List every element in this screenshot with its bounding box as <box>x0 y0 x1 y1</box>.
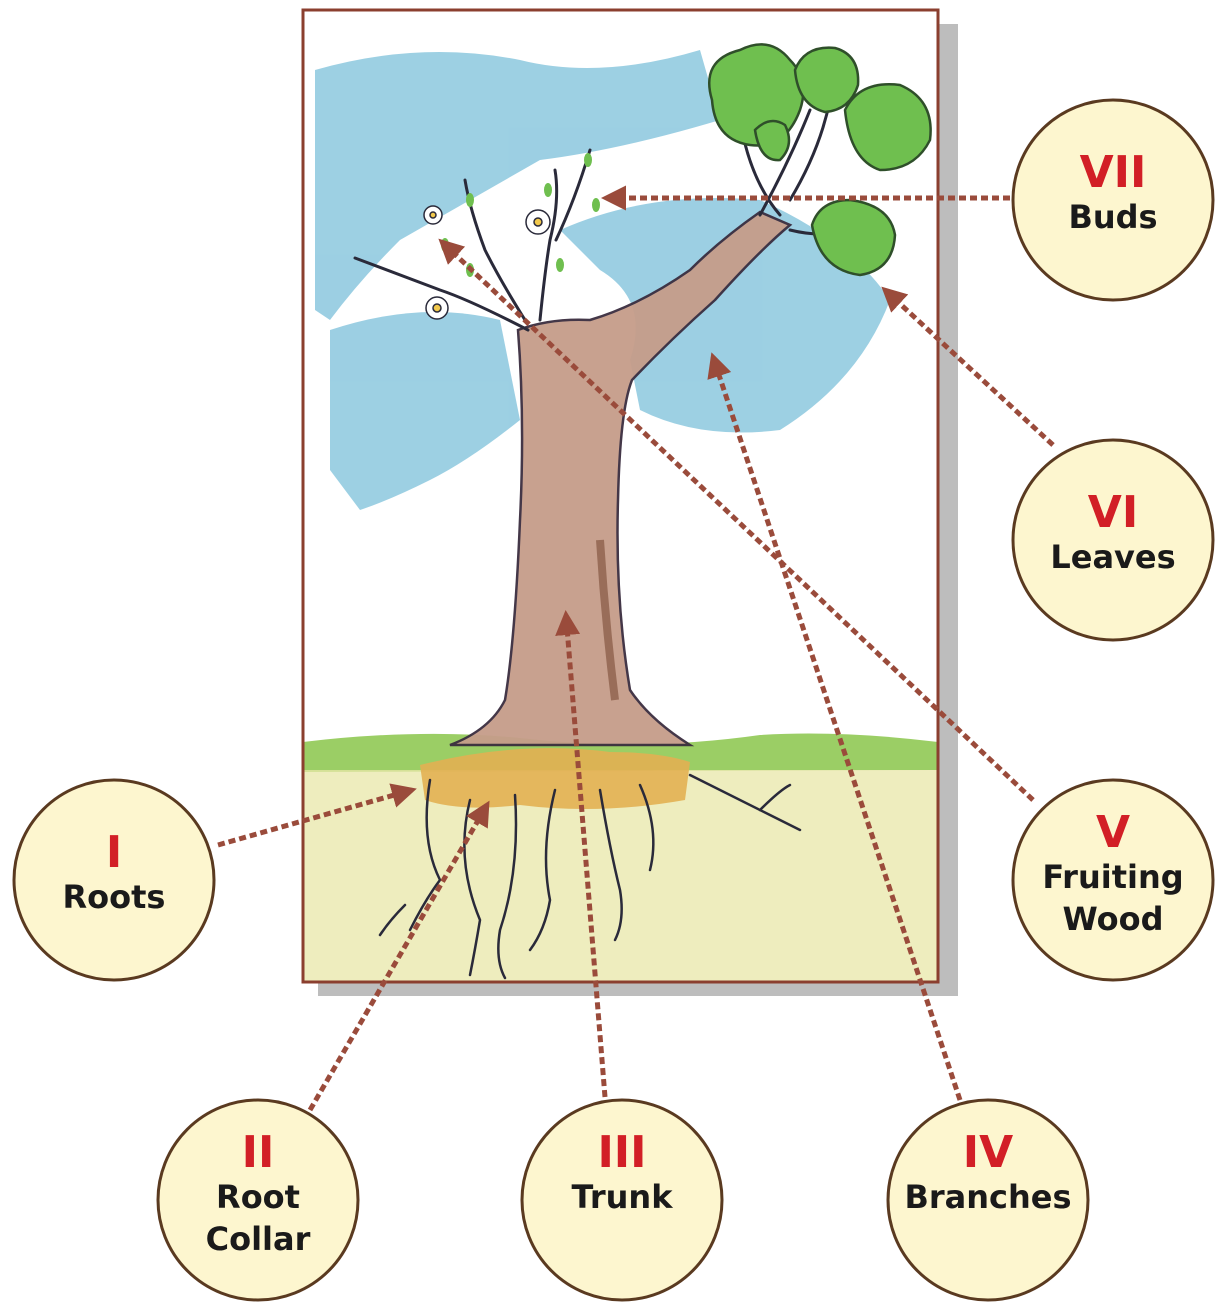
circle-buds <box>1011 98 1215 302</box>
flower-blossoms <box>423 205 551 320</box>
soil-band <box>303 770 938 982</box>
circle-leaves <box>1011 438 1215 642</box>
leader-root-collar <box>307 800 490 1112</box>
leader-trunk <box>555 610 608 1098</box>
leader-fruiting-wood <box>438 238 1035 802</box>
circle-branches <box>886 1098 1090 1302</box>
leader-roots <box>217 783 417 848</box>
root-lines <box>378 773 802 980</box>
leader-branches <box>707 352 963 1101</box>
trunk-shape <box>449 210 793 747</box>
root-collar-fill <box>420 748 690 809</box>
leader-lines <box>217 185 1055 1112</box>
illustration-frame <box>301 8 940 984</box>
circle-roots <box>12 778 216 982</box>
circle-trunk <box>520 1098 724 1302</box>
leader-leaves <box>881 286 1055 447</box>
leaf-clusters <box>707 43 932 277</box>
circle-fruiting-wood <box>1011 778 1215 982</box>
sky-scribbles <box>315 50 890 510</box>
label-circles <box>12 98 1215 1302</box>
circle-root-collar <box>156 1098 360 1302</box>
